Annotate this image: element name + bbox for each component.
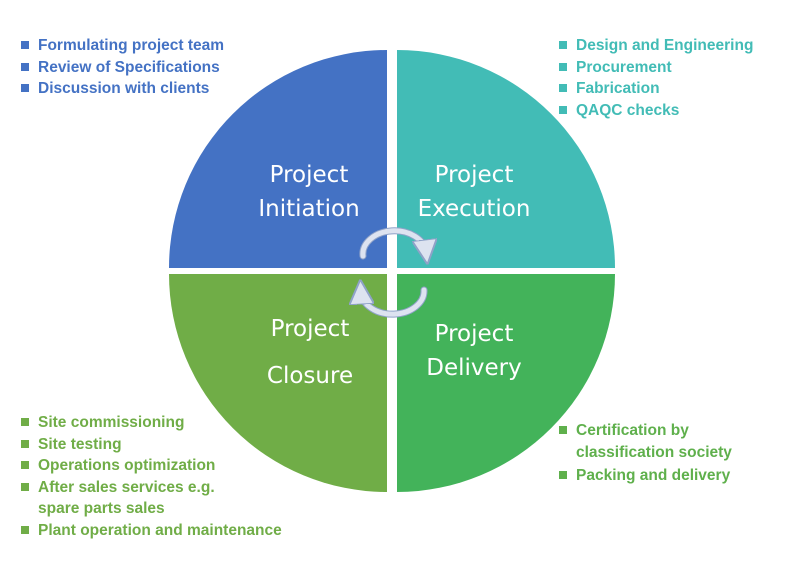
list-item: Design and Engineering <box>559 35 753 57</box>
list-item: Site testing <box>21 434 282 456</box>
closure-bullet-list: Site commissioning Site testing Operatio… <box>21 412 282 541</box>
list-item: Packing and delivery <box>559 465 732 487</box>
list-item: Discussion with clients <box>21 78 224 100</box>
list-item: Site commissioning <box>21 412 282 434</box>
cycle-arrows-icon <box>361 227 426 318</box>
list-item: Fabrication <box>559 78 753 100</box>
quadrant-closure <box>169 274 387 492</box>
quadrant-delivery <box>397 274 615 492</box>
delivery-label-line2: Delivery <box>426 355 521 381</box>
closure-label-line1: Project <box>271 316 350 342</box>
quadrant-execution <box>397 50 615 268</box>
list-item: Operations optimization <box>21 455 282 477</box>
delivery-bullet-list: Certification by classification society … <box>559 420 732 487</box>
initiation-label-line2: Initiation <box>258 196 359 222</box>
execution-label-line1: Project <box>435 162 514 188</box>
list-item: After sales services e.g. spare parts sa… <box>21 477 282 520</box>
list-item: Review of Specifications <box>21 57 224 79</box>
list-item: Plant operation and maintenance <box>21 520 282 542</box>
list-item: Procurement <box>559 57 753 79</box>
list-item: Certification by classification society <box>559 420 732 463</box>
delivery-label-line1: Project <box>435 321 514 347</box>
list-item: Formulating project team <box>21 35 224 57</box>
execution-bullet-list: Design and Engineering Procurement Fabri… <box>559 35 753 121</box>
initiation-label-line1: Project <box>270 162 349 188</box>
closure-label-line2: Closure <box>267 363 353 389</box>
quadrant-initiation <box>169 50 387 268</box>
list-item: QAQC checks <box>559 100 753 122</box>
execution-label-line2: Execution <box>418 196 531 222</box>
initiation-bullet-list: Formulating project team Review of Speci… <box>21 35 224 100</box>
